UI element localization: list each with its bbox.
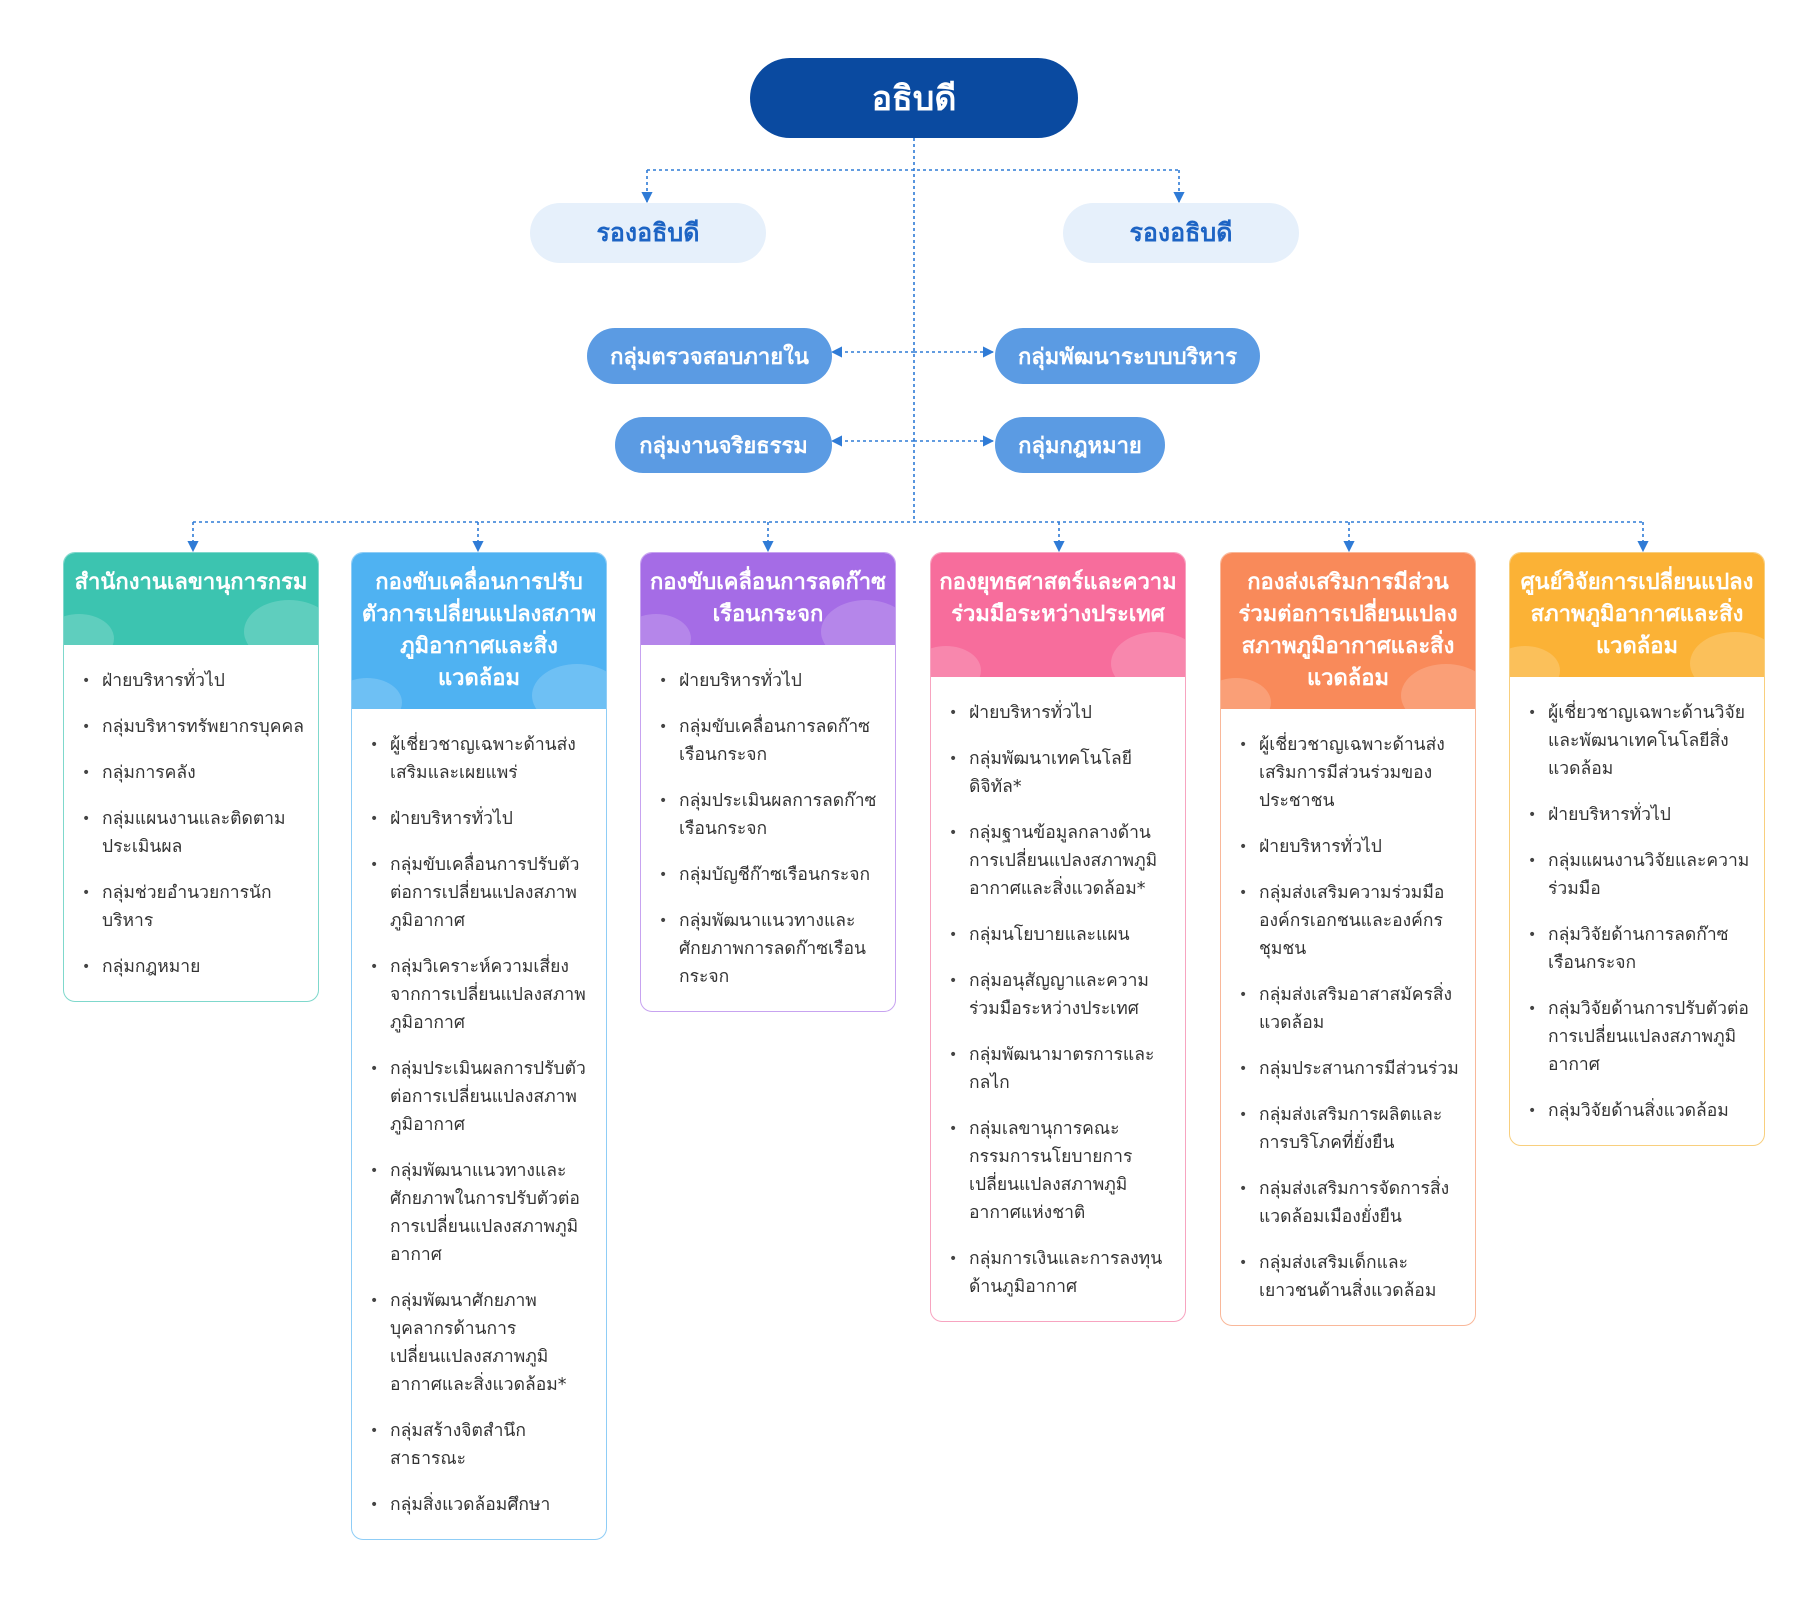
department-unit-item: กลุ่มพัฒนาแนวทางและศักยภาพในการปรับตัวต่… <box>370 1157 596 1269</box>
department-unit-item: ผู้เชี่ยวชาญเฉพาะด้านวิจัยและพัฒนาเทคโนโ… <box>1528 699 1754 783</box>
department-unit-item: กลุ่มวิจัยด้านสิ่งแวดล้อม <box>1528 1097 1754 1125</box>
department-card-5: กองส่งเสริมการมีส่วนร่วมต่อการเปลี่ยนแปล… <box>1220 552 1476 1326</box>
department-unit-item: ฝ่ายบริหารทั่วไป <box>949 699 1175 727</box>
department-unit-item: ฝ่ายบริหารทั่วไป <box>1528 801 1754 829</box>
department-title: กองขับเคลื่อนการลดก๊าซเรือนกระจก <box>641 553 895 645</box>
department-unit-item: ฝ่ายบริหารทั่วไป <box>659 667 885 695</box>
department-unit-item: ผู้เชี่ยวชาญเฉพาะด้านส่งเสริมและเผยแพร่ <box>370 731 596 787</box>
department-unit-item: กลุ่มส่งเสริมเด็กและเยาวชนด้านสิ่งแวดล้อ… <box>1239 1249 1465 1305</box>
department-unit-item: กลุ่มสิ่งแวดล้อมศึกษา <box>370 1491 596 1519</box>
department-unit-item: กลุ่มส่งเสริมการผลิตและการบริโภคที่ยั่งย… <box>1239 1101 1465 1157</box>
department-unit-item: กลุ่มประเมินผลการปรับตัวต่อการเปลี่ยนแปล… <box>370 1055 596 1139</box>
department-title-text: กองส่งเสริมการมีส่วนร่วมต่อการเปลี่ยนแปล… <box>1238 570 1458 691</box>
department-unit-list: ผู้เชี่ยวชาญเฉพาะด้านส่งเสริมและเผยแพร่ฝ… <box>352 709 606 1539</box>
department-unit-item: กลุ่มส่งเสริมการจัดการสิ่งแวดล้อมเมืองยั… <box>1239 1175 1465 1231</box>
department-unit-item: กลุ่มเลขานุการคณะกรรมการนโยบายการเปลี่ยน… <box>949 1115 1175 1227</box>
cloud-decoration <box>352 678 402 709</box>
department-card-4: กองยุทธศาสตร์และความร่วมมือระหว่างประเทศ… <box>930 552 1186 1322</box>
department-title: สำนักงานเลขานุการกรม <box>64 553 318 645</box>
department-title: กองส่งเสริมการมีส่วนร่วมต่อการเปลี่ยนแปล… <box>1221 553 1475 709</box>
department-unit-item: กลุ่มบริหารทรัพยากรบุคคล <box>82 713 308 741</box>
department-unit-item: กลุ่มการเงินและการลงทุนด้านภูมิอากาศ <box>949 1245 1175 1301</box>
cloud-decoration <box>532 664 606 709</box>
cloud-decoration <box>641 614 691 645</box>
department-title-text: กองขับเคลื่อนการลดก๊าซเรือนกระจก <box>649 570 887 627</box>
cloud-decoration <box>1111 632 1185 677</box>
cloud-decoration <box>1510 646 1560 677</box>
management-development-group: กลุ่มพัฒนาระบบบริหาร <box>995 328 1260 384</box>
department-title: กองยุทธศาสตร์และความร่วมมือระหว่างประเทศ <box>931 553 1185 677</box>
department-unit-list: ผู้เชี่ยวชาญเฉพาะด้านส่งเสริมการมีส่วนร่… <box>1221 709 1475 1325</box>
department-unit-item: กลุ่มพัฒนาศักยภาพบุคลากรด้านการเปลี่ยนแป… <box>370 1287 596 1399</box>
department-title: กองขับเคลื่อนการปรับตัวการเปลี่ยนแปลงสภา… <box>352 553 606 709</box>
department-card-1: สำนักงานเลขานุการกรมฝ่ายบริหารทั่วไปกลุ่… <box>63 552 319 1002</box>
department-unit-item: กลุ่มสร้างจิตสำนึกสาธารณะ <box>370 1417 596 1473</box>
department-title: ศูนย์วิจัยการเปลี่ยนแปลงสภาพภูมิอากาศและ… <box>1510 553 1764 677</box>
department-unit-item: กลุ่มกฎหมาย <box>82 953 308 981</box>
department-title-text: ศูนย์วิจัยการเปลี่ยนแปลงสภาพภูมิอากาศและ… <box>1520 570 1754 659</box>
department-unit-item: ฝ่ายบริหารทั่วไป <box>82 667 308 695</box>
department-card-6: ศูนย์วิจัยการเปลี่ยนแปลงสภาพภูมิอากาศและ… <box>1509 552 1765 1146</box>
department-unit-item: กลุ่มพัฒนามาตรการและกลไก <box>949 1041 1175 1097</box>
department-unit-item: ฝ่ายบริหารทั่วไป <box>1239 833 1465 861</box>
department-unit-item: กลุ่มแผนงานและติดตามประเมินผล <box>82 805 308 861</box>
department-unit-item: กลุ่มขับเคลื่อนการลดก๊าซเรือนกระจก <box>659 713 885 769</box>
department-unit-item: กลุ่มฐานข้อมูลกลางด้านการเปลี่ยนแปลงสภาพ… <box>949 819 1175 903</box>
department-unit-item: กลุ่มส่งเสริมความร่วมมือองค์กรเอกชนและอง… <box>1239 879 1465 963</box>
department-title-text: กองขับเคลื่อนการปรับตัวการเปลี่ยนแปลงสภา… <box>361 570 597 691</box>
department-unit-item: กลุ่มพัฒนาเทคโนโลยีดิจิทัล* <box>949 745 1175 801</box>
department-card-3: กองขับเคลื่อนการลดก๊าซเรือนกระจกฝ่ายบริห… <box>640 552 896 1012</box>
department-unit-item: กลุ่มการคลัง <box>82 759 308 787</box>
deputy-node-right: รองอธิบดี <box>1063 203 1299 263</box>
department-unit-item: กลุ่มวิเคราะห์ความเสี่ยงจากการเปลี่ยนแปล… <box>370 953 596 1037</box>
cloud-decoration <box>821 600 895 645</box>
department-title-text: กองยุทธศาสตร์และความร่วมมือระหว่างประเทศ <box>939 570 1177 627</box>
department-unit-list: ฝ่ายบริหารทั่วไปกลุ่มบริหารทรัพยากรบุคคล… <box>64 645 318 1001</box>
department-unit-item: กลุ่มช่วยอำนวยการนักบริหาร <box>82 879 308 935</box>
cloud-decoration <box>1690 632 1764 677</box>
department-card-2: กองขับเคลื่อนการปรับตัวการเปลี่ยนแปลงสภา… <box>351 552 607 1540</box>
department-unit-item: กลุ่มวิจัยด้านการปรับตัวต่อการเปลี่ยนแปล… <box>1528 995 1754 1079</box>
department-unit-item: กลุ่มส่งเสริมอาสาสมัครสิ่งแวดล้อม <box>1239 981 1465 1037</box>
cloud-decoration <box>1221 678 1271 709</box>
department-unit-item: กลุ่มขับเคลื่อนการปรับตัวต่อการเปลี่ยนแป… <box>370 851 596 935</box>
department-unit-list: ฝ่ายบริหารทั่วไปกลุ่มพัฒนาเทคโนโลยีดิจิท… <box>931 677 1185 1321</box>
department-unit-item: กลุ่มอนุสัญญาและความร่วมมือระหว่างประเทศ <box>949 967 1175 1023</box>
director-general-node: อธิบดี <box>750 58 1078 138</box>
department-unit-list: ฝ่ายบริหารทั่วไปกลุ่มขับเคลื่อนการลดก๊าซ… <box>641 645 895 1011</box>
department-unit-item: ฝ่ายบริหารทั่วไป <box>370 805 596 833</box>
cloud-decoration <box>931 646 981 677</box>
department-unit-item: กลุ่มนโยบายและแผน <box>949 921 1175 949</box>
cloud-decoration <box>244 600 318 645</box>
department-title-text: สำนักงานเลขานุการกรม <box>74 570 308 595</box>
department-unit-item: กลุ่มแผนงานวิจัยและความร่วมมือ <box>1528 847 1754 903</box>
department-unit-item: กลุ่มพัฒนาแนวทางและศักยภาพการลดก๊าซเรือน… <box>659 907 885 991</box>
department-unit-list: ผู้เชี่ยวชาญเฉพาะด้านวิจัยและพัฒนาเทคโนโ… <box>1510 677 1764 1145</box>
department-unit-item: กลุ่มประสานการมีส่วนร่วม <box>1239 1055 1465 1083</box>
deputy-node-left: รองอธิบดี <box>530 203 766 263</box>
department-unit-item: กลุ่มประเมินผลการลดก๊าซเรือนกระจก <box>659 787 885 843</box>
legal-group: กลุ่มกฎหมาย <box>995 417 1165 473</box>
cloud-decoration <box>1401 664 1475 709</box>
department-unit-item: ผู้เชี่ยวชาญเฉพาะด้านส่งเสริมการมีส่วนร่… <box>1239 731 1465 815</box>
department-unit-item: กลุ่มบัญชีก๊าซเรือนกระจก <box>659 861 885 889</box>
cloud-decoration <box>64 614 114 645</box>
internal-audit-group: กลุ่มตรวจสอบภายใน <box>587 328 832 384</box>
ethics-group: กลุ่มงานจริยธรรม <box>615 417 832 473</box>
department-unit-item: กลุ่มวิจัยด้านการลดก๊าซเรือนกระจก <box>1528 921 1754 977</box>
